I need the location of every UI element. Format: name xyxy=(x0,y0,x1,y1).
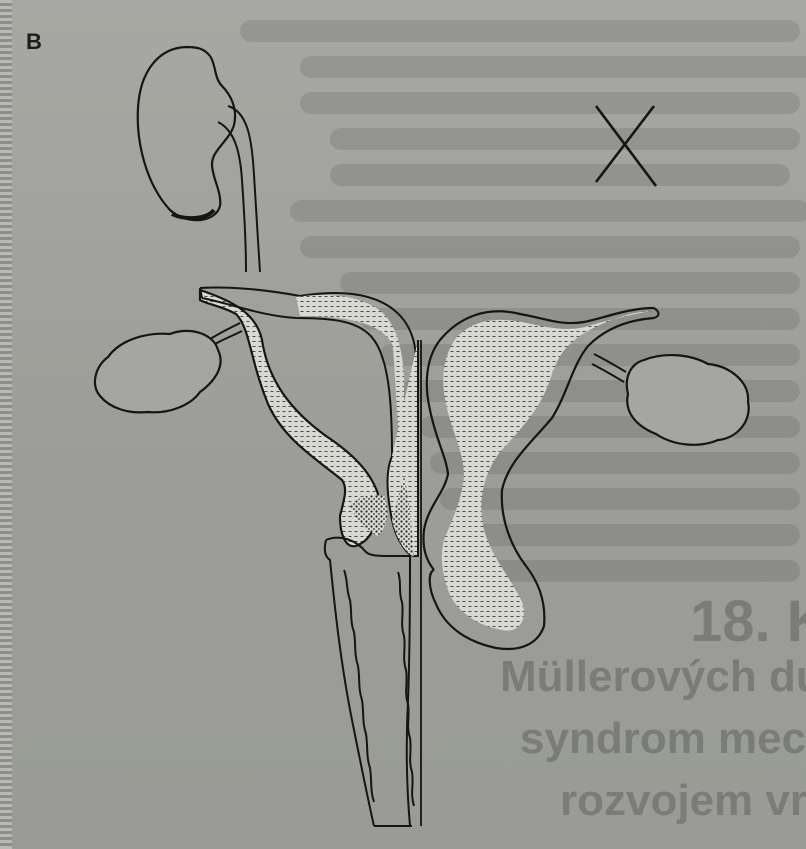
cervical-canals xyxy=(388,340,422,826)
vagina xyxy=(325,538,414,826)
left-ovary xyxy=(95,323,242,412)
ureter xyxy=(218,106,260,272)
right-uterine-horn xyxy=(423,308,658,649)
absence-x-mark xyxy=(596,106,656,186)
kidney xyxy=(138,47,235,220)
right-ovary xyxy=(592,354,749,445)
